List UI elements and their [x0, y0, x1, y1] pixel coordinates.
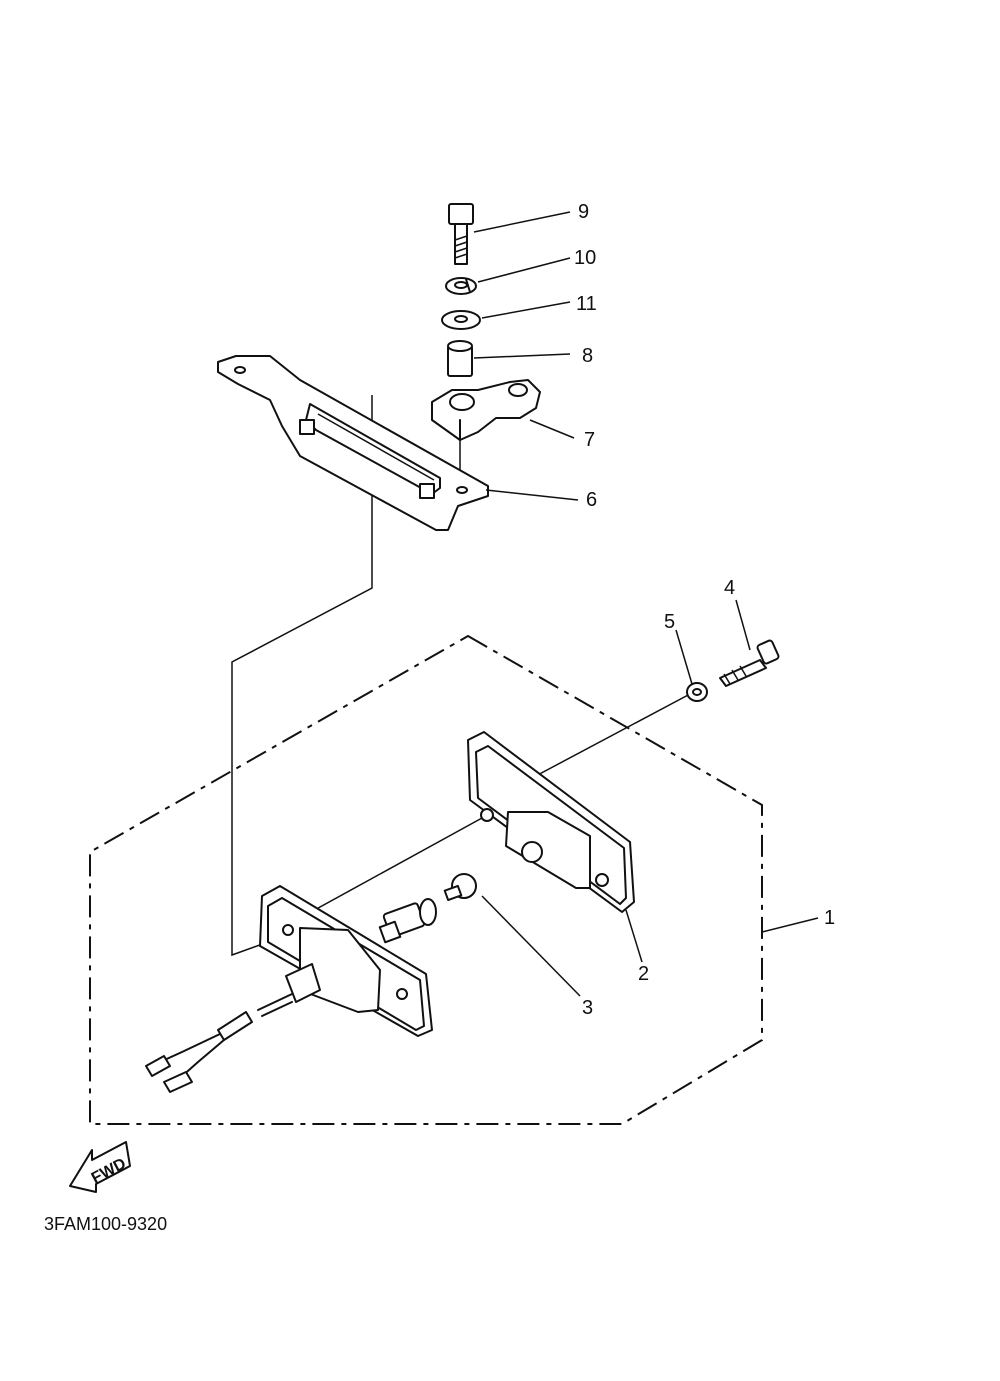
- part-7-bracket: [431, 379, 541, 441]
- part-6-mounting-stay: [217, 355, 489, 531]
- callout-11: 11: [576, 293, 597, 315]
- callout-1: 1: [824, 907, 835, 929]
- part-10-lock-washer: [445, 277, 477, 295]
- part-4-screw: [719, 639, 780, 687]
- callout-4: 4: [724, 577, 735, 599]
- callout-7: 7: [584, 429, 595, 451]
- drawing-code: 3FAM100-9320: [44, 1214, 168, 1234]
- callout-2: 2: [638, 963, 649, 985]
- part-9-bolt: [448, 203, 474, 265]
- callout-5: 5: [664, 611, 675, 633]
- part-5-washer: [686, 682, 708, 702]
- part-11-washer: [441, 310, 481, 330]
- fwd-arrow-icon: FWD: [69, 1141, 131, 1193]
- wiring-harness: [145, 993, 293, 1093]
- callout-6: 6: [586, 489, 597, 511]
- callout-3: 3: [582, 997, 593, 1019]
- callout-leaders: [473, 211, 819, 997]
- part-2-lens: [467, 731, 635, 913]
- callout-labels: 9 10 11 8 7 6 4 5 1 2 3: [574, 201, 835, 1019]
- bulb-socket: [378, 898, 437, 944]
- light-housing: [259, 885, 433, 1037]
- callout-8: 8: [582, 345, 593, 367]
- callout-9: 9: [578, 201, 589, 223]
- part-3-bulb: [443, 873, 477, 902]
- part-8-collar: [447, 340, 473, 377]
- assembly-boundary-dashed: [89, 634, 763, 1125]
- callout-10: 10: [574, 247, 596, 269]
